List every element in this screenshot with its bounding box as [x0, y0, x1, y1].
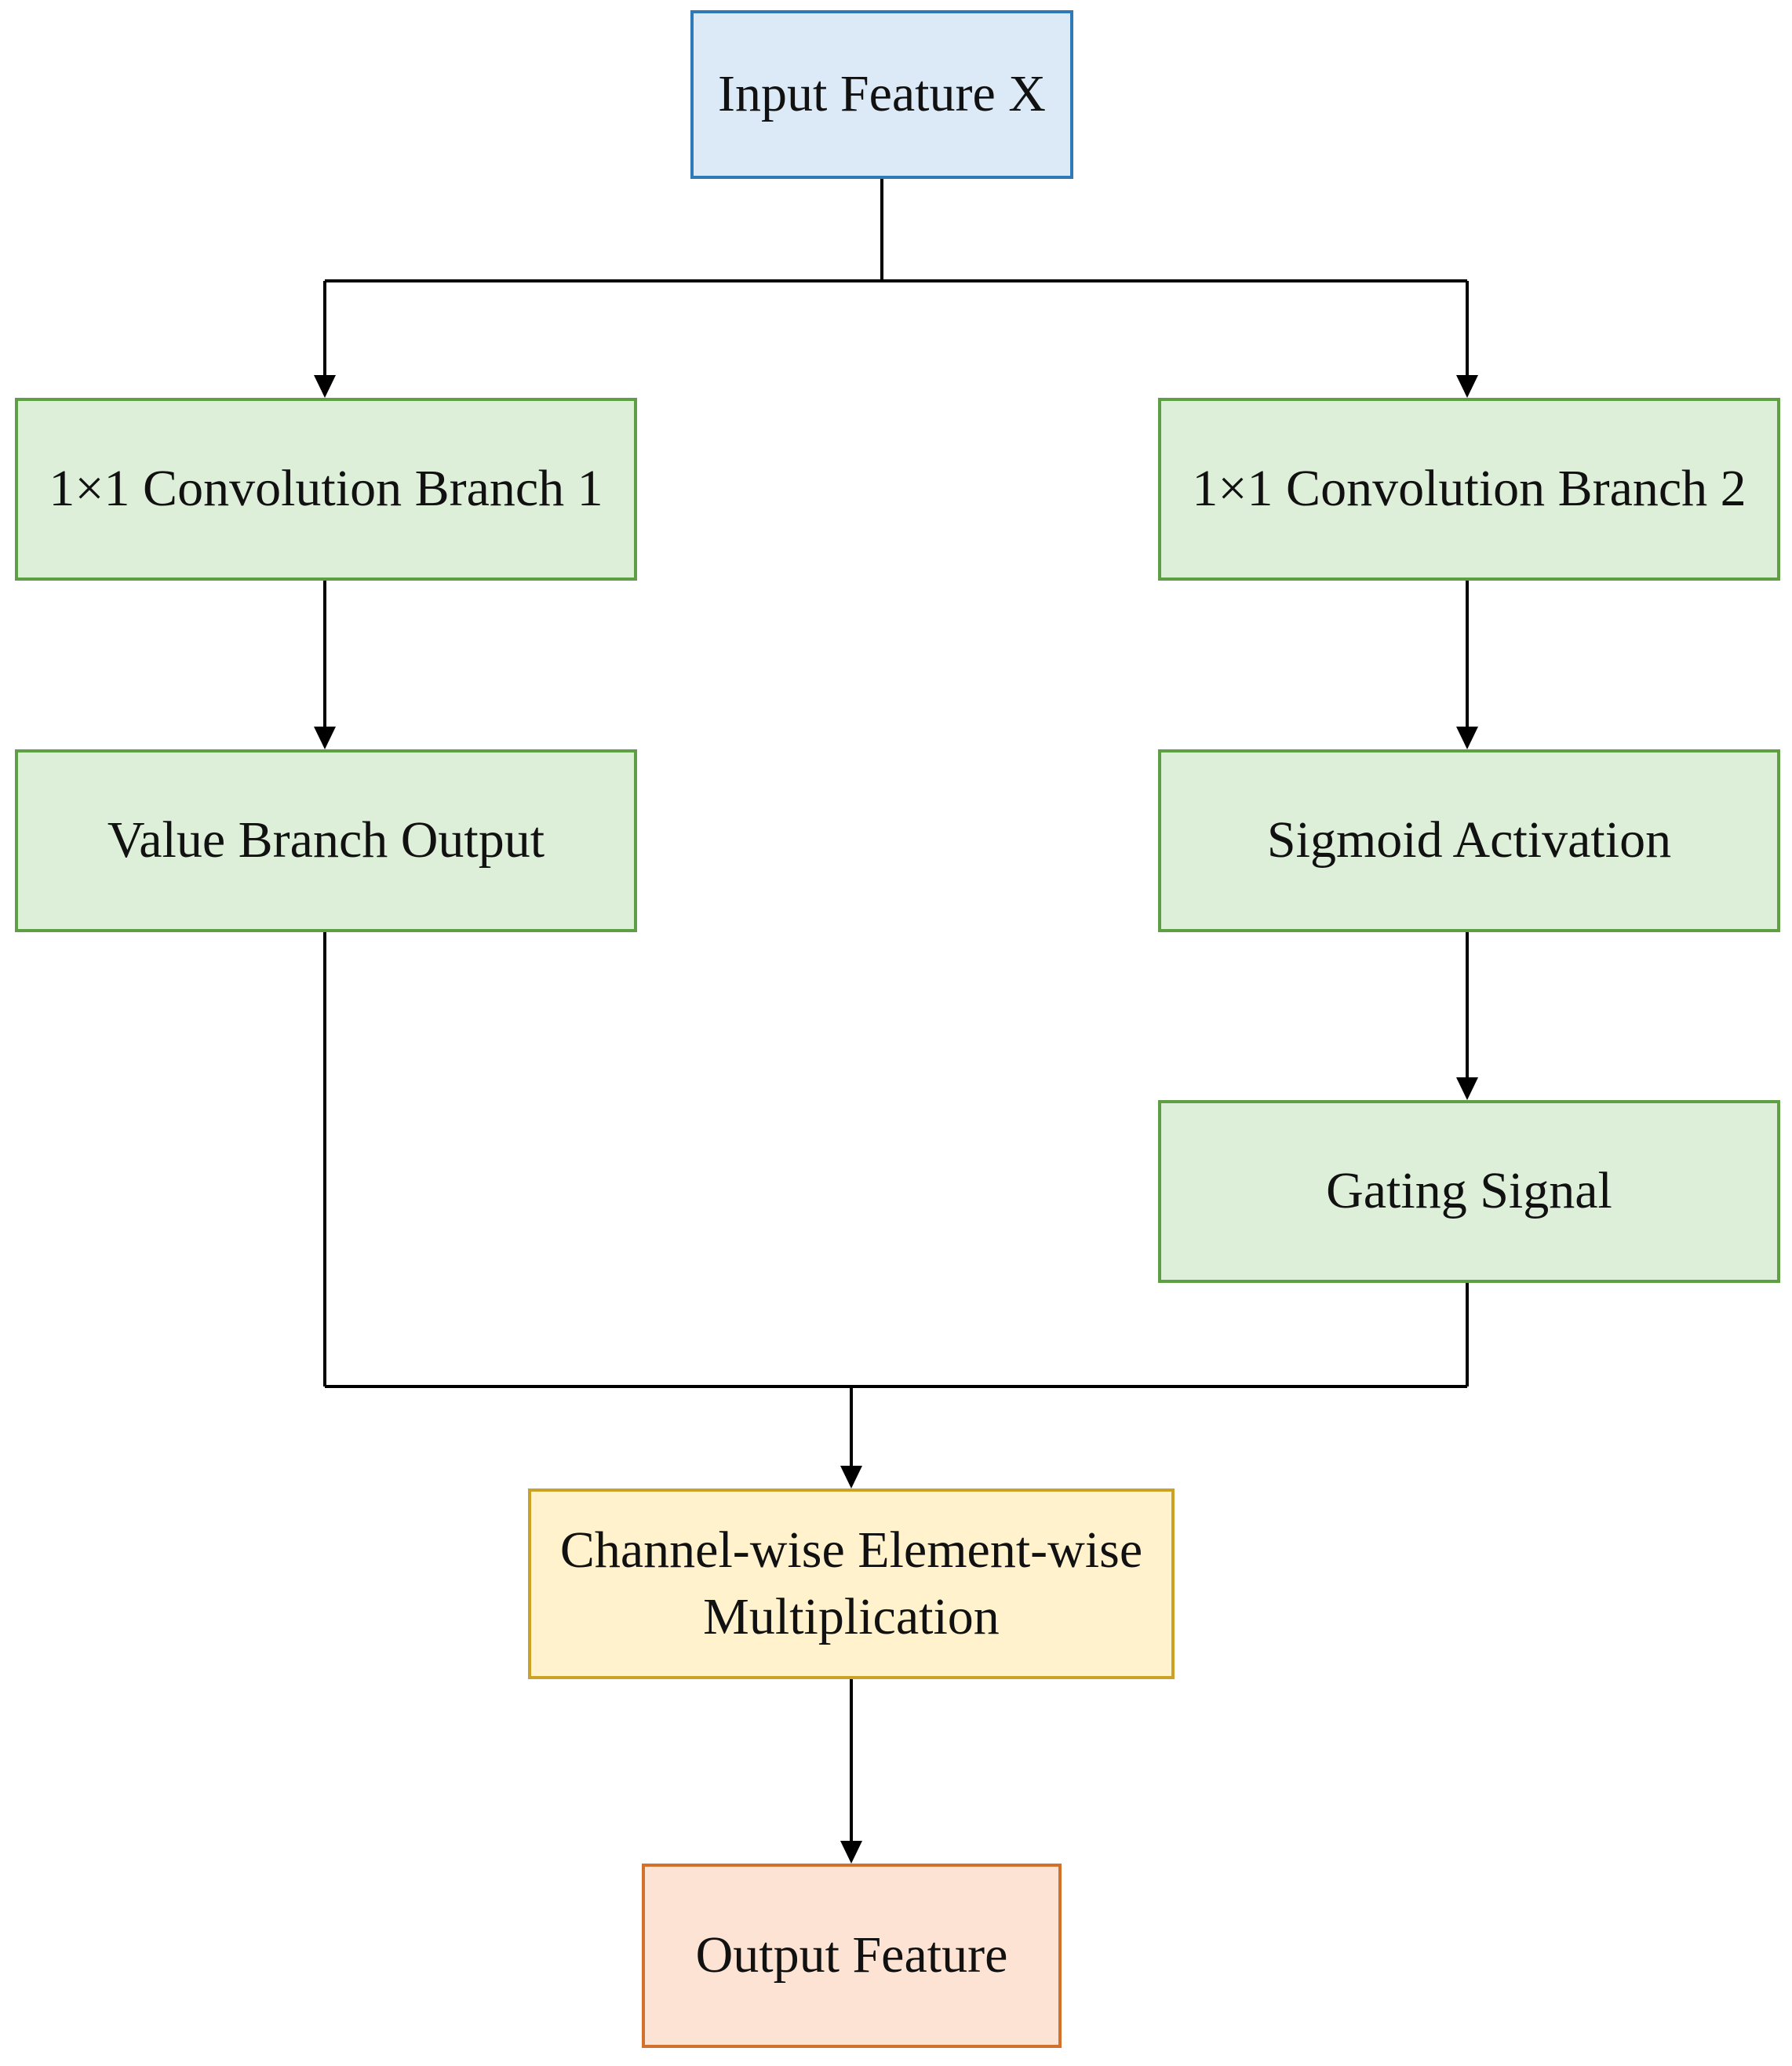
node-output-feature: Output Feature [642, 1864, 1062, 2048]
arrowhead-sigmoid [1456, 727, 1478, 749]
node-value-branch-output: Value Branch Output [15, 749, 637, 932]
node-input-feature-label: Input Feature X [718, 65, 1046, 123]
node-multiplication-text: Channel-wise Element-wise Multiplication [560, 1518, 1142, 1650]
node-conv-branch-1: 1×1 Convolution Branch 1 [15, 398, 637, 581]
node-conv-branch-2: 1×1 Convolution Branch 2 [1158, 398, 1780, 581]
arrowhead-conv2 [1456, 375, 1478, 398]
arrowhead-gating [1456, 1077, 1478, 1100]
node-value-branch-output-label: Value Branch Output [107, 811, 545, 869]
node-sigmoid-activation-label: Sigmoid Activation [1266, 811, 1672, 869]
arrowhead-output [840, 1841, 862, 1864]
node-conv-branch-1-label: 1×1 Convolution Branch 1 [49, 460, 603, 518]
node-gating-signal-label: Gating Signal [1326, 1162, 1612, 1220]
node-gating-signal: Gating Signal [1158, 1100, 1780, 1283]
node-conv-branch-2-label: 1×1 Convolution Branch 2 [1192, 460, 1746, 518]
node-input-feature: Input Feature X [690, 10, 1073, 179]
node-multiplication-line-1: Channel-wise Element-wise [559, 1521, 1143, 1580]
node-elementwise-multiplication: Channel-wise Element-wise Multiplication [528, 1488, 1175, 1679]
arrowhead-value [314, 727, 336, 749]
node-output-feature-label: Output Feature [695, 1926, 1008, 1984]
node-sigmoid-activation: Sigmoid Activation [1158, 749, 1780, 932]
node-multiplication-line-2: Multiplication [703, 1587, 1000, 1645]
arrowhead-mult [840, 1466, 862, 1488]
arrowhead-conv1 [314, 375, 336, 398]
